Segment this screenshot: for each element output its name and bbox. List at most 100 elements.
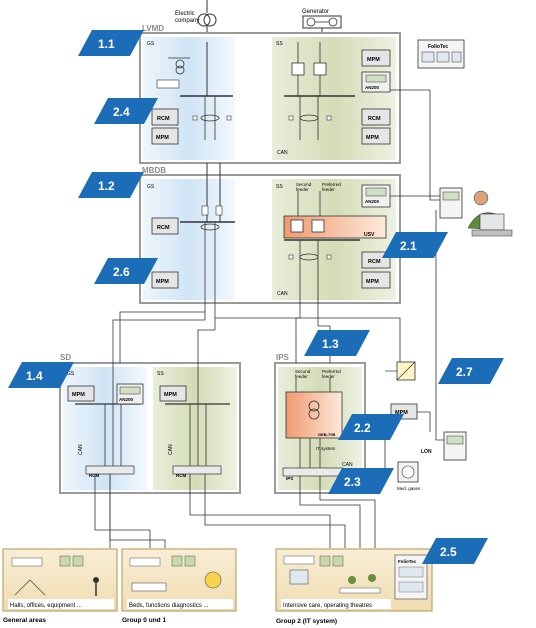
mbdb-title: MBDB (142, 166, 166, 175)
general-socket-icon (59, 555, 71, 567)
sd-an200-device: AN200 (116, 383, 144, 405)
group2-light-fixture-icon (283, 555, 315, 565)
mbdb-preferred-feeder-2: feeder (322, 187, 335, 192)
sd-gs-label: GS (67, 371, 75, 377)
lon-panel: LON (421, 431, 467, 461)
svg-text:1.1: 1.1 (98, 37, 115, 51)
sd-ss-label: SS (157, 371, 164, 377)
mbdb-board: MBDB GS SS Second feeder Preferred feede… (139, 163, 401, 304)
mbdb-rcm-device-left: RCM (151, 217, 179, 235)
ips-it-system-label: IT system (316, 446, 336, 451)
lvmd-ss-label: SS (276, 41, 283, 47)
callout-2-1: 2.1 (382, 232, 448, 258)
lvmd-mpm-device-left: MPM (151, 127, 179, 145)
group2-caption: Intensive care, operating theatres (283, 603, 372, 609)
mbdb-rcm-device-right: RCM (361, 251, 391, 269)
med-gases-gauge-icon (401, 465, 415, 479)
lvmd-rcm-device-right: RCM (361, 108, 391, 126)
mbdb-ct-right-icon (299, 253, 319, 261)
mbdb-usv-unit: USV (283, 215, 387, 239)
svg-text:1.4: 1.4 (26, 369, 43, 383)
group01-title: Group 0 und 1 (122, 617, 166, 624)
group2-nurse-icon (368, 574, 376, 582)
general-person-icon (93, 577, 99, 583)
svg-text:MPM: MPM (366, 135, 379, 141)
converter-box (385, 361, 416, 381)
electric-company-label-1: Electric (175, 11, 195, 17)
foliotec-panel-top: FolioTec (417, 39, 465, 69)
lvmd-ss-switch-a (291, 62, 305, 76)
svg-text:2.2: 2.2 (354, 421, 371, 435)
svg-text:RCM: RCM (368, 259, 381, 265)
mbdb-second-feeder-2: feeder (296, 187, 309, 192)
svg-text:FolioTec: FolioTec (398, 559, 417, 564)
area-general: Halls, offices, equipment ... General ar… (2, 548, 118, 624)
generator-label: Generator (302, 9, 329, 15)
mbdb-an200-device: AN200 (361, 184, 391, 208)
group01-switch-icon (184, 555, 196, 567)
lvmd-ct-right-icon (299, 114, 319, 122)
callout-1-2: 1.2 (78, 172, 144, 198)
svg-text:RCM: RCM (157, 225, 170, 231)
area-group2: FolioTec Intensive care, operating theat… (275, 548, 433, 625)
svg-text:IPS: IPS (286, 476, 293, 481)
svg-text:AN200: AN200 (365, 199, 380, 204)
callout-2-6: 2.6 (94, 258, 158, 284)
group01-bed-icon (131, 582, 167, 592)
sd-board: SD GS SS MPM AN200 MPM CAN CAN (59, 353, 241, 494)
general-caption: Halls, offices, equipment ... (10, 603, 82, 609)
operator-workstation-icon (439, 187, 513, 237)
svg-text:MPM: MPM (366, 279, 379, 285)
lvmd-transformer-icon (156, 57, 190, 89)
sd-can-right: CAN (168, 444, 174, 455)
callout-2-4: 2.4 (94, 98, 158, 124)
lvmd-rcm-device-left: RCM (151, 108, 179, 126)
svg-text:MPM: MPM (72, 392, 85, 398)
svg-text:USV: USV (364, 232, 375, 238)
ips-preferred-feeder-1: Preferred (322, 369, 341, 374)
svg-text:RCM: RCM (89, 473, 99, 478)
svg-text:AN200: AN200 (365, 85, 380, 90)
svg-text:GEB-7/IB: GEB-7/IB (318, 432, 335, 437)
svg-text:MPM: MPM (156, 279, 169, 285)
group2-socket-icon-1 (319, 555, 331, 567)
svg-text:2.6: 2.6 (113, 265, 130, 279)
mbdb-gs-label: GS (147, 184, 155, 190)
med-gases-label: Med. gases (397, 486, 421, 491)
foliotec-panel-ward: FolioTec (394, 554, 428, 600)
sd-mpm-device-left: MPM (67, 385, 95, 402)
sd-can-left: CAN (78, 444, 84, 455)
group2-surgeon-icon (348, 576, 356, 584)
group01-light-fixture-icon (129, 557, 161, 567)
connection-wires (94, 89, 444, 548)
svg-text:1.3: 1.3 (322, 337, 339, 351)
lvmd-board: LVMD GS SS CAN (139, 24, 401, 164)
mbdb-ss-label: SS (276, 184, 283, 190)
svg-text:RCM: RCM (157, 116, 170, 122)
svg-text:2.3: 2.3 (344, 475, 361, 489)
svg-text:AN200: AN200 (119, 397, 134, 402)
ips-preferred-feeder-2: feeder (322, 374, 335, 379)
svg-text:2.7: 2.7 (456, 365, 473, 379)
generator-source: Generator (302, 9, 342, 42)
svg-text:2.1: 2.1 (400, 239, 417, 253)
mbdb-mpm-device-right: MPM (361, 271, 391, 289)
svg-text:RCM: RCM (176, 473, 186, 478)
ips-title: IPS (276, 353, 290, 362)
callout-2-7: 2.7 (438, 358, 504, 384)
lvmd-can-label: CAN (277, 150, 288, 156)
svg-text:MPM: MPM (164, 392, 177, 398)
ips-second-feeder-1: Second (295, 369, 311, 374)
callout-2-3: 2.3 (328, 468, 394, 494)
svg-text:2.4: 2.4 (113, 105, 130, 119)
general-title: General areas (3, 617, 46, 624)
callout-1-1: 1.1 (78, 30, 144, 56)
lvmd-an200-device: AN200 (361, 71, 391, 93)
sd-title: SD (60, 353, 71, 362)
lvmd-title: LVMD (142, 24, 164, 33)
group2-monitor-icon (289, 569, 309, 585)
mbdb-ct-left-icon (200, 223, 220, 231)
svg-text:2.5: 2.5 (440, 545, 457, 559)
mbdb-preferred-feeder-1: Preferred (322, 182, 341, 187)
